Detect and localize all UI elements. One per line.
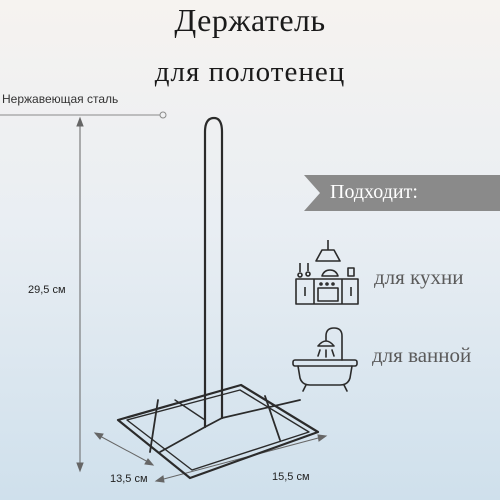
use-bathroom-label: для ванной [372, 343, 472, 367]
title-line-1: Держатель [174, 2, 326, 38]
height-label: 29,5 см [28, 284, 66, 296]
title-line-2: для полотенец [154, 56, 346, 88]
material-pointer [0, 111, 167, 119]
bathtub-icon [292, 327, 358, 392]
use-kitchen-label: для кухни [374, 265, 464, 289]
suitable-heading: Подходит: [330, 181, 418, 203]
towel-holder-product [116, 116, 320, 480]
material-label: Нержавеющая сталь [2, 92, 119, 106]
height-dimension-line [76, 116, 84, 473]
depth-label: 13,5 см [110, 473, 148, 485]
depth-dimension-line [93, 432, 155, 466]
width-label: 15,5 см [272, 471, 310, 483]
suitable-banner [304, 175, 500, 211]
width-dimension-line [154, 434, 328, 483]
kitchen-icon [295, 240, 359, 305]
